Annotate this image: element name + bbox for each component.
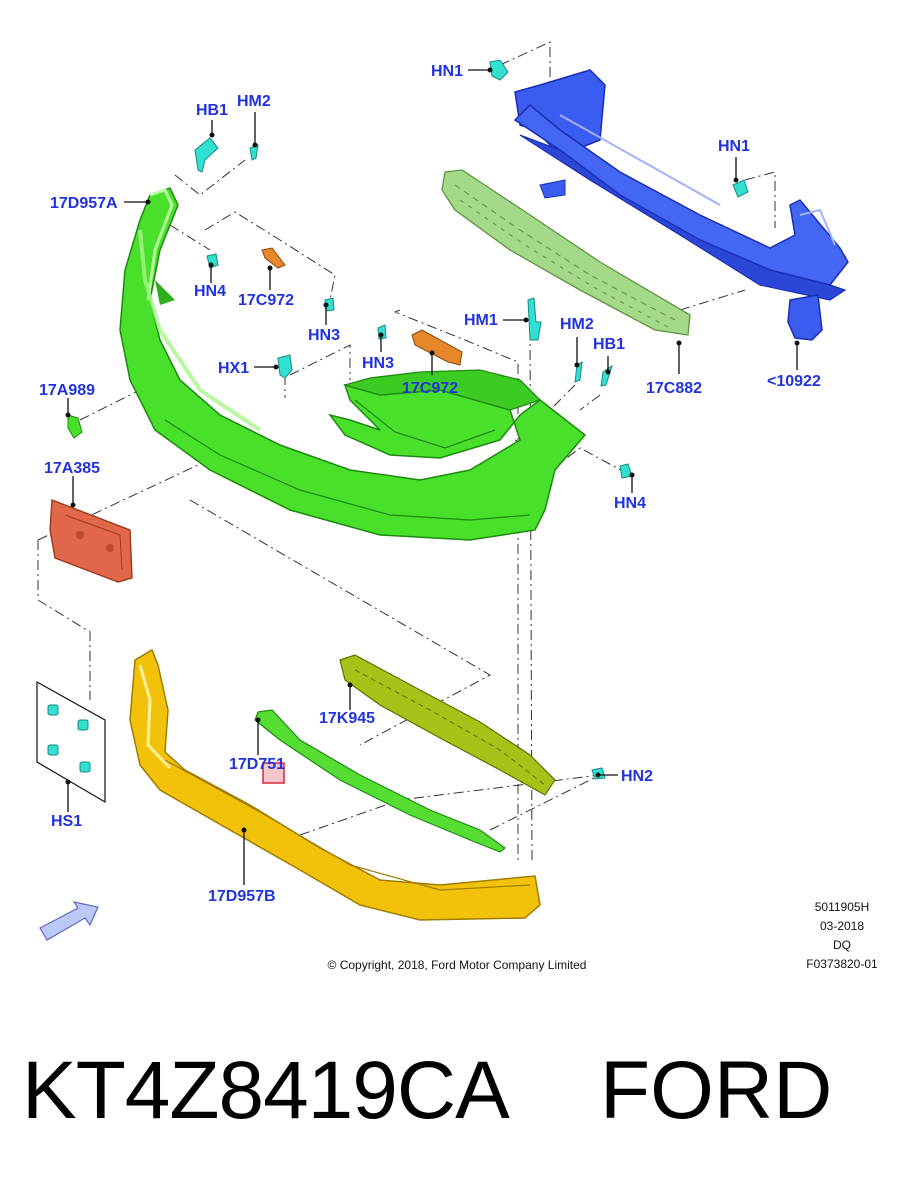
diagram-initials: DQ — [833, 938, 851, 952]
callout-hn3-mid: HN3 — [362, 355, 394, 372]
callout-17d751: 17D751 — [229, 756, 285, 773]
trim-strip-17d751 — [254, 709, 506, 853]
leader-lines — [65, 67, 800, 885]
front-direction-arrow-icon — [39, 901, 99, 941]
callout-17k945: 17K945 — [319, 710, 375, 727]
license-plate-bracket — [49, 499, 133, 583]
part-number: KT4Z8419CA — [22, 1045, 510, 1136]
callout-hm2-left: HM2 — [237, 93, 271, 110]
callout-hm1: HM1 — [464, 312, 498, 329]
callout-hs1: HS1 — [51, 813, 82, 830]
callout-17a989: 17A989 — [39, 382, 95, 399]
highlight-box — [262, 762, 285, 784]
callout-10922: <10922 — [767, 373, 821, 390]
callout-hx1: HX1 — [218, 360, 249, 377]
screw-kit-hs1 — [36, 680, 106, 804]
callout-17c972-mid: 17C972 — [402, 380, 458, 397]
brand-name: FORD — [600, 1045, 833, 1136]
brackets-17c972 — [261, 247, 463, 366]
callout-hn1-right: HN1 — [718, 138, 750, 155]
callout-17c972-left: 17C972 — [238, 292, 294, 309]
part-17a989 — [67, 414, 83, 439]
callout-17d957b: 17D957B — [208, 888, 276, 905]
copyright-text: © Copyright, 2018, Ford Motor Company Li… — [328, 958, 587, 972]
callout-17d957a: 17D957A — [50, 195, 118, 212]
callout-hm2-right: HM2 — [560, 316, 594, 333]
callout-17c882: 17C882 — [646, 380, 702, 397]
diagram-date: 03-2018 — [820, 919, 864, 933]
deflector-17k945 — [339, 654, 556, 796]
fasteners — [194, 59, 749, 780]
callout-hb1-left: HB1 — [196, 102, 228, 119]
diagram-code: 5011905H — [815, 900, 870, 914]
exploded-parts-diagram: HN1 HB1 HM2 17D957A HN1 HN4 17C972 HN3 H… — [36, 41, 879, 972]
callout-hn4-right: HN4 — [614, 495, 646, 512]
lower-valance-17d957b — [129, 648, 541, 921]
diagram-figure-id: F0373820-01 — [806, 957, 878, 971]
callout-hn2: HN2 — [621, 768, 653, 785]
callout-hn3-left: HN3 — [308, 327, 340, 344]
callout-17a385: 17A385 — [44, 460, 100, 477]
callout-hn1-top: HN1 — [431, 63, 463, 80]
energy-absorber — [441, 169, 691, 336]
bumper-reinforcement-beam — [513, 69, 849, 341]
callout-hb1-right: HB1 — [593, 336, 625, 353]
callout-labels: HN1 HB1 HM2 17D957A HN1 HN4 17C972 HN3 H… — [39, 63, 821, 905]
callout-hn4-left: HN4 — [194, 283, 226, 300]
front-bumper-cover — [119, 187, 587, 541]
diagram-meta: 5011905H 03-2018 DQ F0373820-01 © Copyri… — [328, 900, 879, 972]
